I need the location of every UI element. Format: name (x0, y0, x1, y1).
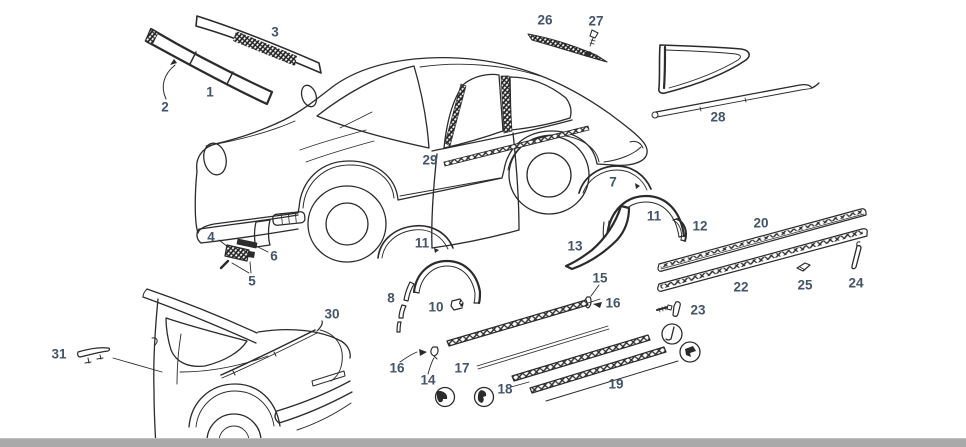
rear-car-illustration (142, 288, 353, 447)
part-25-clip (796, 262, 811, 272)
part-19-molding (529, 346, 679, 402)
bottom-divider (0, 438, 966, 447)
part-quarter-window-trim (658, 44, 750, 95)
part-1-front-grille-trim (144, 27, 274, 106)
part-7-front-arch-trim (578, 165, 652, 194)
part-24-end-cap (851, 241, 862, 270)
part-2-leader (162, 59, 177, 100)
part-12-arch-end-trim (672, 218, 687, 242)
part-10-front-arch-trim (412, 259, 482, 311)
part-31-trim-piece (77, 347, 163, 373)
part-3-deck-grille-trim (195, 15, 322, 74)
part-20-rocker-molding (657, 208, 867, 272)
part-13-stone-guard (564, 204, 631, 271)
part-27-screw (584, 29, 599, 57)
part-22-rocker-molding (657, 228, 868, 292)
part-29-door-trim (443, 125, 590, 167)
main-car-illustration (194, 57, 648, 263)
part-16-right-arrow (593, 302, 602, 308)
part-4-5-6-fasteners (218, 238, 269, 274)
fastener-detail-circles (434, 323, 701, 408)
part-14-16-clips-left (399, 346, 439, 375)
part-23-screw-and-clip (656, 301, 681, 317)
part-18-molding (510, 334, 651, 388)
part-17-molding (446, 298, 610, 370)
part-11-front-arch-trim (377, 224, 454, 259)
part-28-trim-strip (651, 82, 820, 119)
part-8-arch-trim-segments (396, 281, 415, 333)
part-30-deck-trim (220, 320, 323, 379)
